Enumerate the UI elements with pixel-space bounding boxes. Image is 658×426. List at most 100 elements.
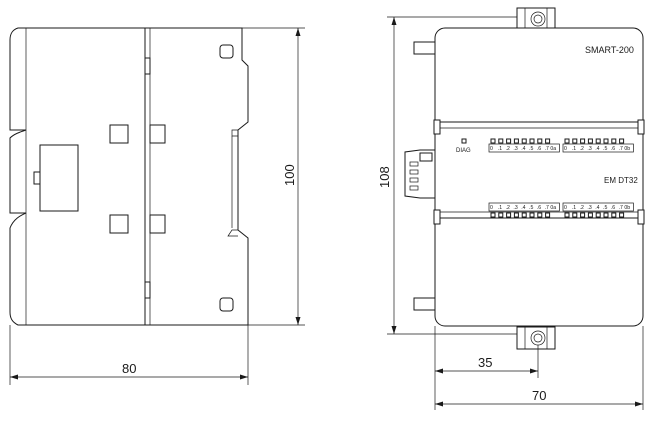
pin-label-top-right: .3 xyxy=(587,146,591,152)
led-top-right xyxy=(580,138,586,144)
side-tab xyxy=(144,281,151,299)
pin-label-bottom-left: .5 xyxy=(529,205,533,211)
group-suffix-top-right: 0b xyxy=(624,146,630,152)
connector-pin xyxy=(409,161,419,167)
model-label: SMART-200 xyxy=(585,45,634,55)
pin-label-top-left: .7 xyxy=(545,146,549,152)
pin-label-top-right: .6 xyxy=(611,146,615,152)
pin-label-top-right: .2 xyxy=(580,146,584,152)
group-suffix-top-left: 0a xyxy=(550,146,556,152)
side-rail-clip-bottom xyxy=(227,229,238,237)
pin-label-bottom-right: .2 xyxy=(580,205,584,211)
led-top-right xyxy=(587,138,593,144)
connector-pin xyxy=(409,185,419,191)
led-top-right xyxy=(603,138,609,144)
led-bottom-left xyxy=(537,212,543,218)
pin-label-bottom-right: .5 xyxy=(603,205,607,211)
pin-label-bottom-left: .1 xyxy=(498,205,502,211)
pin-label-bottom-left: .7 xyxy=(545,205,549,211)
led-bottom-right xyxy=(603,212,609,218)
label-frame-bottom-right xyxy=(562,202,634,212)
rail-clip xyxy=(413,297,436,311)
led-top-left xyxy=(490,138,496,144)
led-bottom-left xyxy=(490,212,496,218)
side-rail-clip-top xyxy=(231,129,238,137)
led-top-left xyxy=(506,138,512,144)
front-dimension-lines xyxy=(387,16,644,410)
strip-end xyxy=(637,209,645,225)
pin-label-top-left: .5 xyxy=(529,146,533,152)
front-height-dimension: 108 xyxy=(377,166,392,188)
bottom-mounting-bracket xyxy=(516,326,556,350)
pin-label-bottom-left: .2 xyxy=(506,205,510,211)
connector-latch xyxy=(419,152,433,162)
led-bottom-left xyxy=(513,212,519,218)
side-square xyxy=(149,124,166,144)
side-connector-tab xyxy=(33,171,41,185)
led-top-left xyxy=(529,138,535,144)
led-top-left xyxy=(498,138,504,144)
pin-label-top-left: .1 xyxy=(498,146,502,152)
led-bottom-left xyxy=(498,212,504,218)
led-top-right xyxy=(564,138,570,144)
pin-label-top-left: .3 xyxy=(513,146,517,152)
bottom-bracket-inner xyxy=(524,326,548,350)
side-square xyxy=(109,214,129,234)
diag-led xyxy=(461,138,467,144)
led-bottom-right xyxy=(611,212,617,218)
bottom-mounting-hole-inner xyxy=(533,333,543,343)
label-frame-top-left xyxy=(488,143,560,153)
front-width-dimension: 70 xyxy=(532,388,546,403)
pin-label-bottom-right: .1 xyxy=(572,205,576,211)
pin-label-bottom-right: .4 xyxy=(595,205,599,211)
diag-label: DIAG xyxy=(456,148,471,154)
pin-label-top-right: .1 xyxy=(572,146,576,152)
side-screw xyxy=(219,44,234,59)
strip-end xyxy=(433,209,441,225)
top-mounting-hole xyxy=(530,11,546,27)
led-top-left xyxy=(545,138,551,144)
led-bottom-right xyxy=(587,212,593,218)
led-bottom-left xyxy=(521,212,527,218)
pin-label-bottom-right: 0 xyxy=(564,205,567,211)
led-bottom-right xyxy=(595,212,601,218)
group-suffix-bottom-left: 0a xyxy=(550,205,556,211)
led-bottom-right xyxy=(564,212,570,218)
led-top-left xyxy=(521,138,527,144)
rail-clip xyxy=(413,41,436,55)
pin-label-bottom-left: 0 xyxy=(490,205,493,211)
side-height-dimension: 100 xyxy=(282,164,297,186)
led-bottom-right xyxy=(572,212,578,218)
pin-label-top-right: .7 xyxy=(619,146,623,152)
led-top-left xyxy=(537,138,543,144)
pin-label-bottom-left: .4 xyxy=(521,205,525,211)
side-screw xyxy=(219,297,234,312)
pin-label-top-left: 0 xyxy=(490,146,493,152)
side-view xyxy=(9,27,249,326)
hole-offset-dimension: 35 xyxy=(478,355,492,370)
pin-label-top-right: .5 xyxy=(603,146,607,152)
pin-label-top-right: 0 xyxy=(564,146,567,152)
led-bottom-left xyxy=(545,212,551,218)
connector-pin xyxy=(409,169,419,175)
led-bottom-right xyxy=(580,212,586,218)
side-square xyxy=(109,124,129,144)
pin-label-top-left: .4 xyxy=(521,146,525,152)
top-mounting-bracket xyxy=(516,7,556,31)
pin-label-bottom-left: .3 xyxy=(513,205,517,211)
label-frame-top-right xyxy=(562,143,634,153)
pin-label-bottom-right: .7 xyxy=(619,205,623,211)
pin-label-bottom-left: .6 xyxy=(537,205,541,211)
side-connector-cutout xyxy=(39,144,79,212)
led-top-right xyxy=(611,138,617,144)
connector-pin xyxy=(409,177,419,183)
strip-end xyxy=(637,119,645,135)
pin-label-bottom-right: .3 xyxy=(587,205,591,211)
side-dimension-lines xyxy=(9,27,305,385)
led-top-left xyxy=(513,138,519,144)
side-square xyxy=(149,214,166,234)
pin-label-top-left: .2 xyxy=(506,146,510,152)
